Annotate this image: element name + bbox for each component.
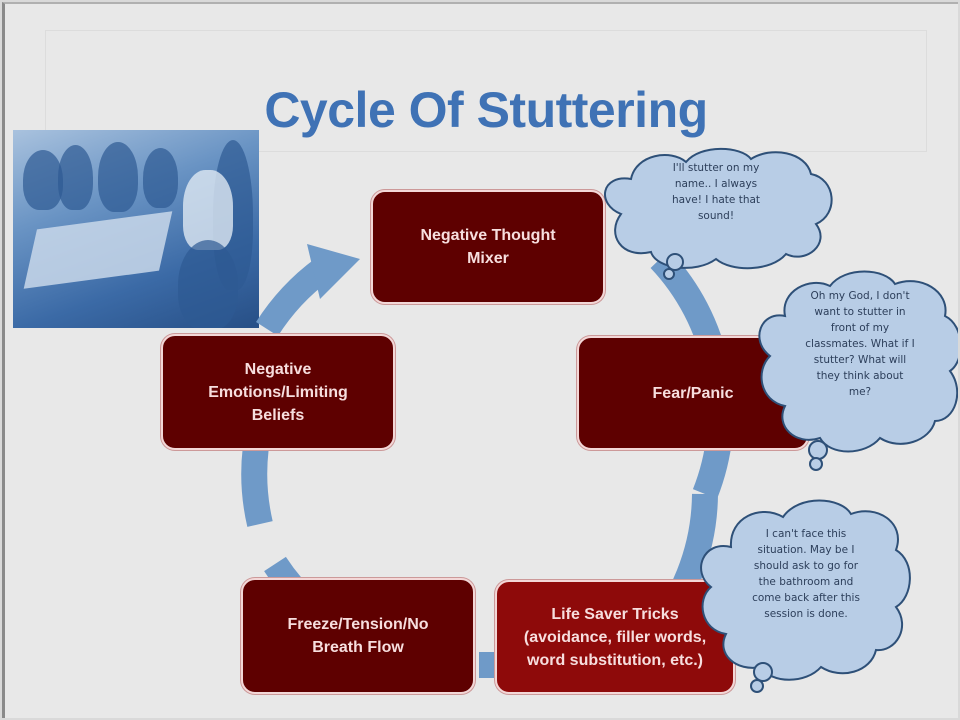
- thought-bubble-name: I'll stutter on my name.. I always have!…: [591, 144, 841, 284]
- step-negative-emotions: Negative Emotions/Limiting Beliefs: [161, 334, 395, 450]
- step-label: Life Saver Tricks (avoidance, filler wor…: [523, 605, 707, 669]
- cloud-icon: [700, 499, 911, 693]
- step-label: Negative Thought Mixer: [420, 227, 556, 267]
- bubble-text: Oh my God, I don't want to stutter in fr…: [805, 290, 915, 398]
- arrow-head-icon: [307, 244, 360, 299]
- bubble-text: I'll stutter on my name.. I always have!…: [671, 162, 761, 222]
- step-label: Fear/Panic: [652, 384, 734, 402]
- slide-title: Cycle Of Stuttering: [264, 82, 708, 138]
- thought-bubble-avoid: I can't face this situation. May be I sh…: [691, 492, 915, 697]
- step-label: Freeze/Tension/No Breath Flow: [287, 616, 429, 656]
- title-placeholder: Cycle Of Stuttering: [45, 30, 927, 152]
- classroom-photo: [13, 130, 259, 328]
- thought-bubble-fear: Oh my God, I don't want to stutter in fr…: [750, 266, 958, 476]
- step-label: Negative Emotions/Limiting Beliefs: [208, 360, 348, 424]
- step-life-saver-tricks: Life Saver Tricks (avoidance, filler wor…: [495, 580, 735, 694]
- cloud-icon: [604, 147, 833, 280]
- step-freeze-tension: Freeze/Tension/No Breath Flow: [241, 578, 475, 694]
- cloud-icon: [758, 270, 958, 471]
- bubble-text: I can't face this situation. May be I sh…: [752, 528, 860, 620]
- step-negative-thought-mixer: Negative Thought Mixer: [371, 190, 605, 304]
